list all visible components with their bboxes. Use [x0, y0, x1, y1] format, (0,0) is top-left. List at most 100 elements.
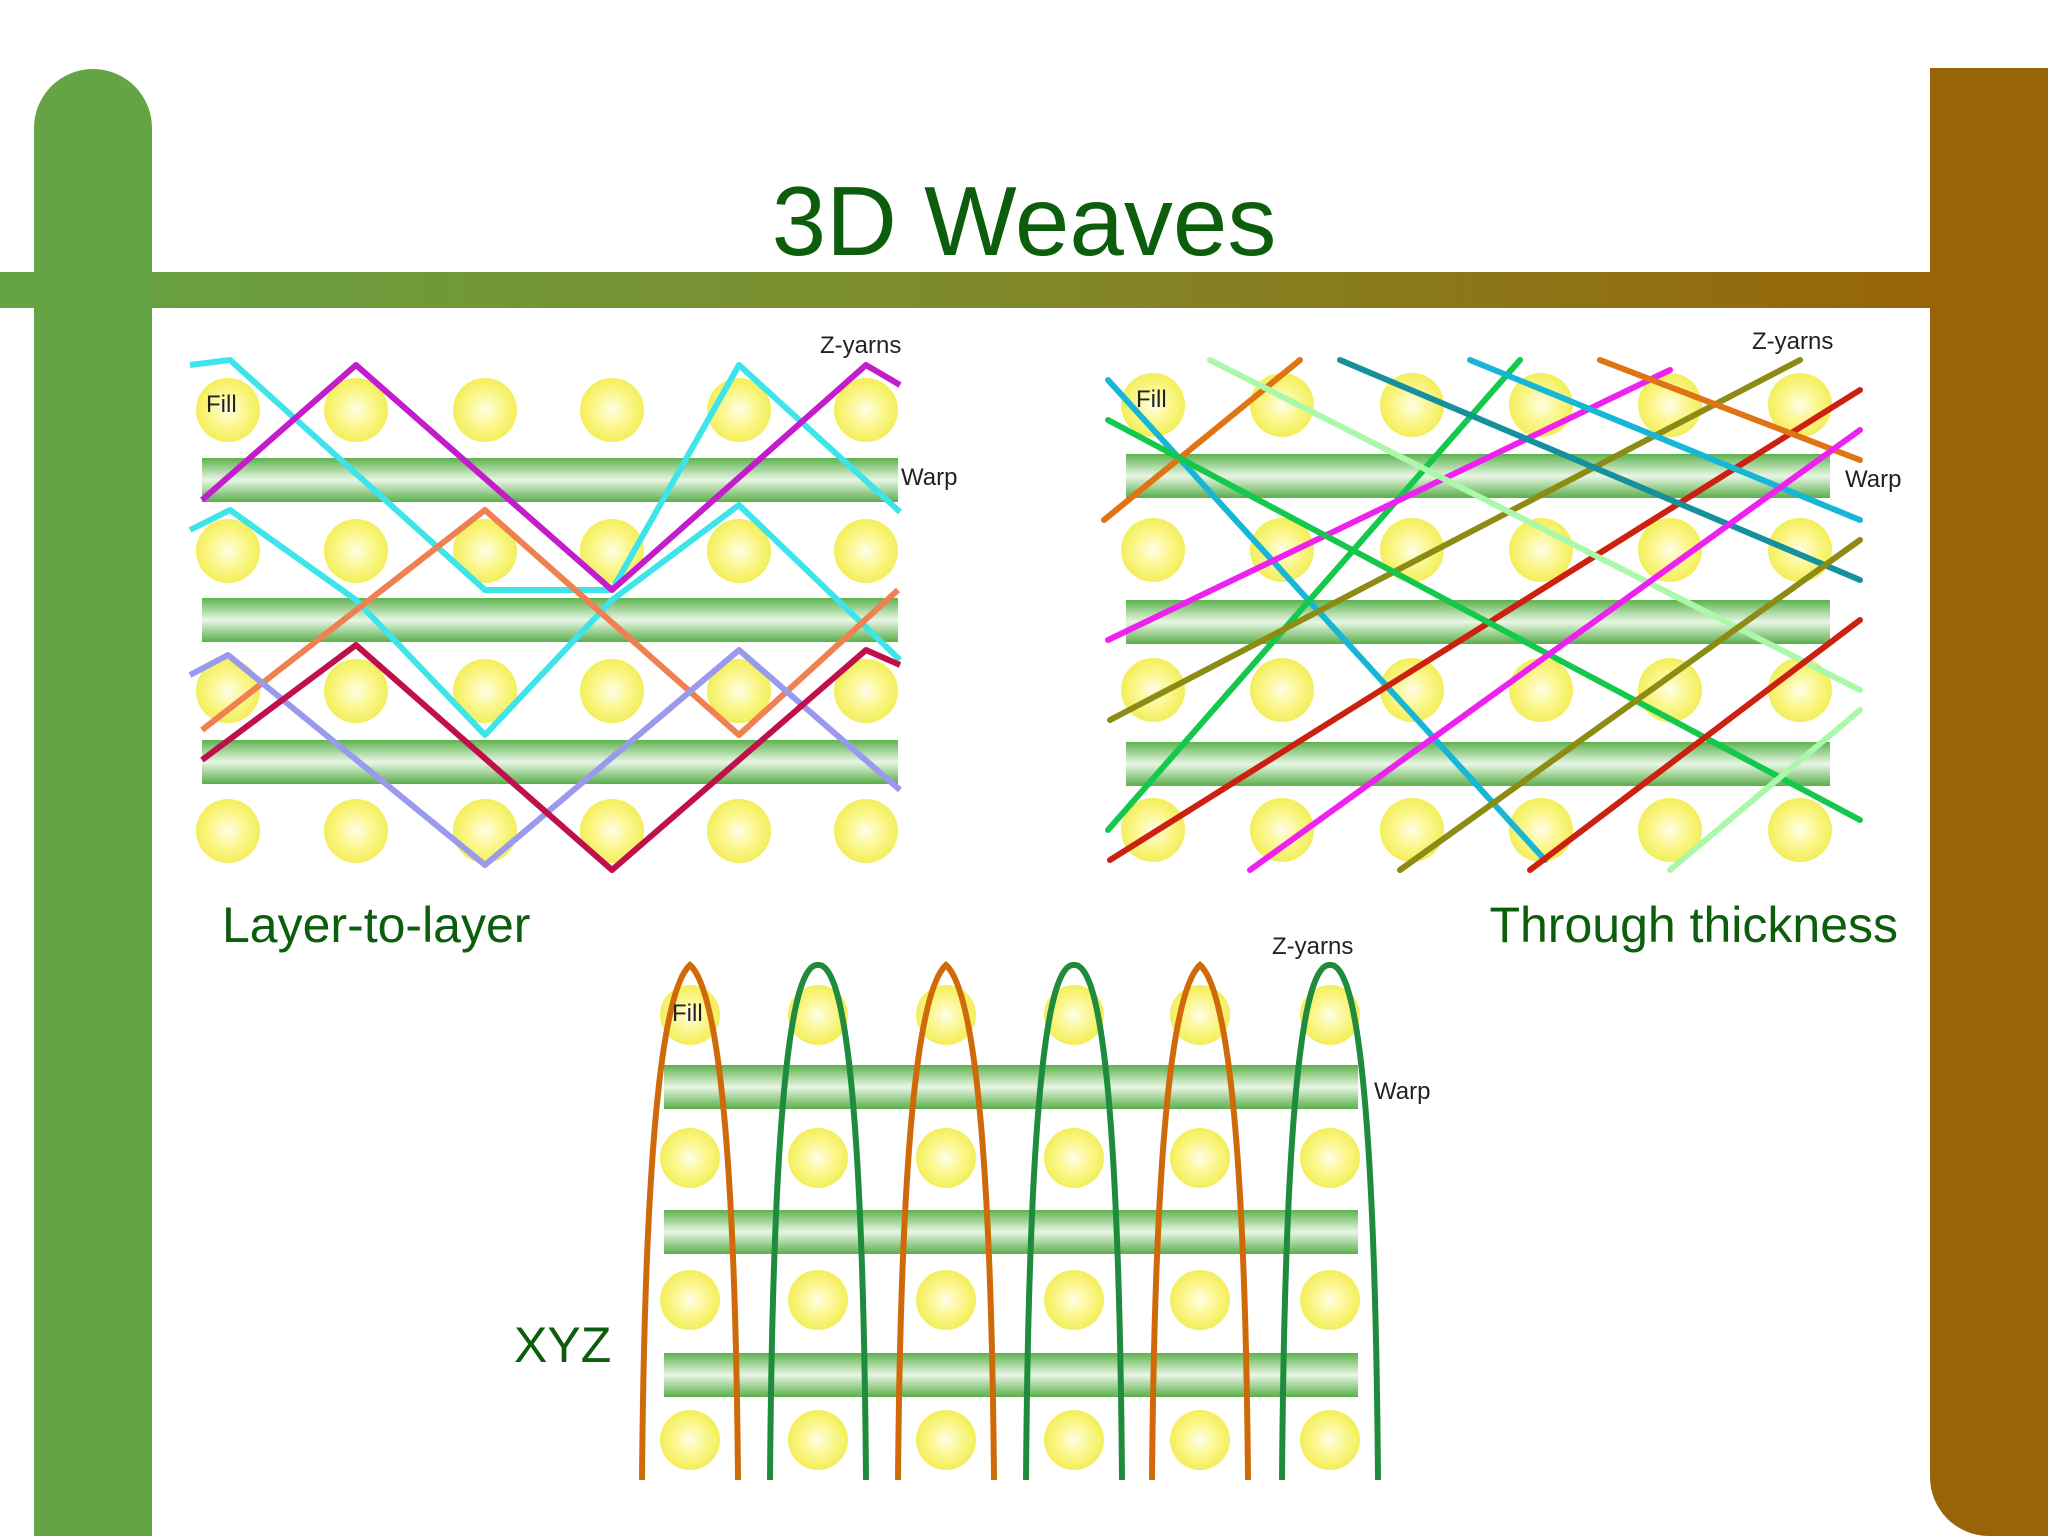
z-yarn — [1107, 357, 1803, 723]
fill-yarn — [916, 1410, 976, 1470]
fill-yarn — [788, 1270, 848, 1330]
z-yarn — [188, 502, 903, 738]
fill-yarn — [1300, 1270, 1360, 1330]
fill-yarn — [1300, 1128, 1360, 1188]
z-yarn — [200, 642, 902, 873]
fill-yarn — [1121, 373, 1185, 437]
fill-yarn — [1044, 985, 1104, 1045]
z-yarn — [1337, 357, 1863, 583]
z-yarns-label: Z-yarns — [820, 332, 902, 359]
warp-yarn — [202, 740, 898, 784]
warp-label: Warp — [1845, 466, 1902, 493]
fill-yarn — [1768, 798, 1832, 862]
fill-yarn — [580, 799, 644, 863]
fill-yarn — [834, 378, 898, 442]
fill-yarn — [660, 1270, 720, 1330]
fill-yarn — [916, 1270, 976, 1330]
fill-yarn — [707, 799, 771, 863]
fill-yarn — [834, 659, 898, 723]
fill-yarn — [834, 519, 898, 583]
caption-layer-to-layer: Layer-to-layer — [222, 897, 531, 953]
fill-yarn — [453, 659, 517, 723]
z-yarns-label: Z-yarns — [1752, 328, 1834, 355]
fill-yarn — [1638, 518, 1702, 582]
fill-yarn — [1300, 1410, 1360, 1470]
fill-yarn — [196, 659, 260, 723]
z-yarn — [895, 960, 997, 1481]
z-yarn — [189, 357, 903, 593]
fill-yarn — [580, 659, 644, 723]
xyz-diagram — [639, 960, 1381, 1481]
fill-yarn — [324, 799, 388, 863]
fill-yarn — [834, 799, 898, 863]
fill-yarn — [1638, 658, 1702, 722]
fill-yarn — [324, 659, 388, 723]
fill-yarn — [580, 378, 644, 442]
warp-label: Warp — [901, 464, 958, 491]
fill-yarn — [1121, 518, 1185, 582]
z-yarn — [188, 647, 902, 868]
fill-yarn — [196, 378, 260, 442]
z-yarn — [767, 962, 869, 1481]
caption-xyz: XYZ — [514, 1317, 612, 1373]
left-bar — [34, 69, 152, 1536]
fill-yarn — [196, 799, 260, 863]
fill-label: Fill — [206, 391, 237, 418]
fill-yarn — [1170, 1128, 1230, 1188]
top-bar — [0, 272, 1930, 308]
z-yarn — [1105, 367, 1673, 643]
z-yarn — [639, 960, 741, 1481]
fill-yarn — [196, 519, 260, 583]
fill-yarn — [453, 519, 517, 583]
caption-through-thickness: Through thickness — [1489, 897, 1898, 953]
fill-yarn — [788, 1128, 848, 1188]
fill-yarn — [788, 985, 848, 1045]
fill-yarn — [1380, 518, 1444, 582]
warp-yarn — [664, 1210, 1358, 1254]
fill-yarn — [1300, 985, 1360, 1045]
fill-yarn — [1380, 373, 1444, 437]
warp-yarn — [1126, 600, 1830, 644]
warp-yarn — [202, 458, 898, 502]
fill-yarn — [453, 799, 517, 863]
right-bar — [1930, 68, 2048, 1536]
z-yarn — [1527, 617, 1863, 873]
z-yarn — [200, 507, 901, 738]
z-yarn — [1467, 357, 1863, 523]
fill-yarn — [1250, 798, 1314, 862]
warp-yarn — [664, 1353, 1358, 1397]
fill-yarn — [324, 519, 388, 583]
z-yarn — [1023, 962, 1125, 1481]
fill-label: Fill — [1136, 386, 1167, 413]
z-yarn — [1279, 962, 1381, 1481]
fill-yarn — [1380, 658, 1444, 722]
z-yarn — [1597, 357, 1863, 463]
fill-yarn — [916, 1128, 976, 1188]
fill-yarn — [1250, 658, 1314, 722]
fill-yarn — [1044, 1128, 1104, 1188]
fill-yarn — [324, 378, 388, 442]
fill-yarn — [453, 378, 517, 442]
fill-yarn — [1768, 518, 1832, 582]
fill-yarn — [1638, 798, 1702, 862]
z-yarn — [1105, 357, 1523, 833]
fill-yarn — [707, 659, 771, 723]
z-yarn — [200, 362, 902, 593]
warp-yarn — [664, 1065, 1358, 1109]
z-yarn — [1149, 960, 1251, 1481]
fill-label: Fill — [672, 1000, 703, 1027]
z-yarn — [1397, 537, 1863, 873]
z-yarn — [1105, 417, 1863, 823]
z-yarn — [1667, 707, 1863, 873]
layer-to-layer-diagram — [188, 357, 903, 873]
z-yarn — [1247, 427, 1863, 873]
fill-yarn — [660, 1128, 720, 1188]
warp-yarn — [202, 598, 898, 642]
z-yarn — [1207, 357, 1863, 693]
fill-yarn — [788, 1410, 848, 1470]
fill-yarn — [1380, 798, 1444, 862]
z-yarns-label: Z-yarns — [1272, 933, 1354, 960]
fill-yarn — [1170, 1270, 1230, 1330]
fill-yarn — [707, 519, 771, 583]
fill-yarn — [1170, 1410, 1230, 1470]
